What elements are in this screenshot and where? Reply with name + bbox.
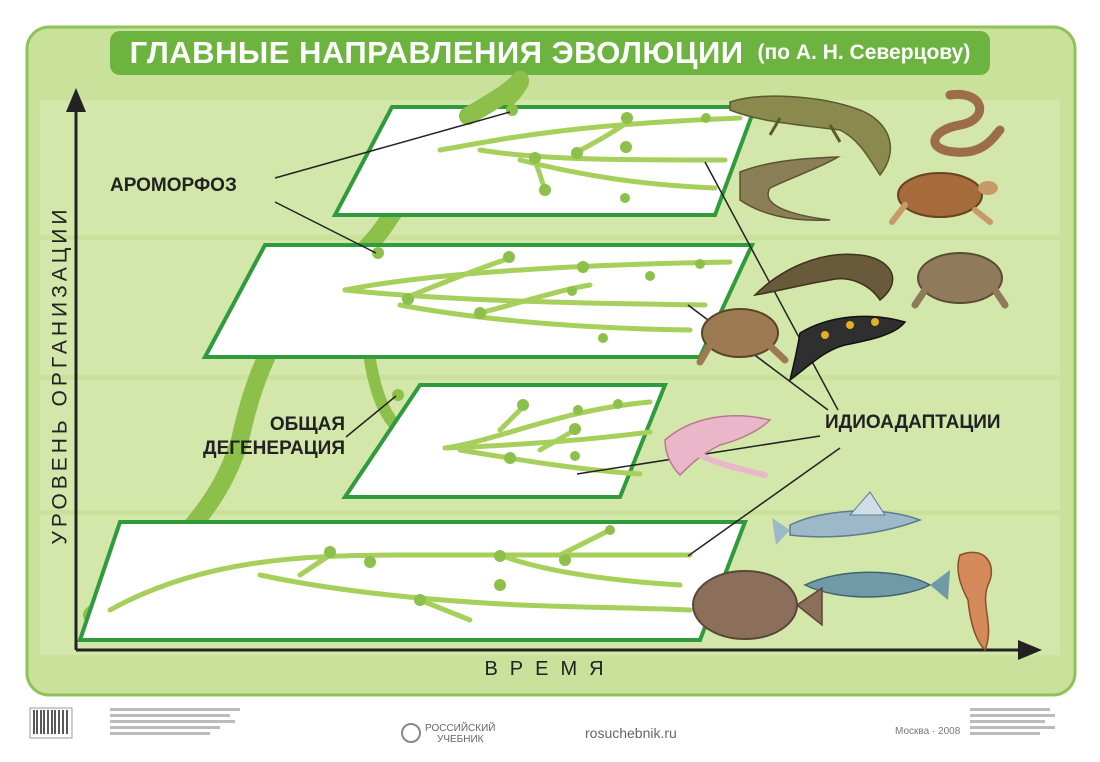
x-axis-arrow	[1018, 640, 1042, 660]
publisher-logo-icon	[401, 723, 421, 743]
nodes-amphibians	[402, 251, 705, 343]
axolotl-illustration	[664, 415, 772, 478]
branches-fish	[107, 527, 693, 623]
flying-fish-illustration	[772, 491, 923, 545]
snake-illustration	[930, 89, 1005, 157]
y-axis-label: УРОВЕНЬ ОРГАНИЗАЦИИ	[48, 205, 72, 545]
label-idioadaptation: ИДИОАДАПТАЦИИ	[825, 412, 1001, 433]
mackerel-illustration	[803, 570, 950, 600]
toad-illustration	[911, 252, 1009, 309]
salamander-illustration	[788, 315, 907, 382]
nodes-degeneration	[504, 399, 623, 464]
page-subtitle: (по А. Н. Северцову)	[757, 41, 971, 64]
branches-amphibians	[342, 255, 733, 333]
trunk-top	[459, 71, 529, 125]
node-aromorphosis-middle	[372, 247, 384, 259]
plane-reptiles	[331, 105, 758, 217]
seahorse-illustration	[957, 551, 993, 652]
barcode	[29, 707, 73, 739]
flounder-illustration	[692, 570, 823, 640]
website-link[interactable]: rosuchebnik.ru	[585, 725, 677, 741]
title-banner-text: ГЛАВНЫЕ НАПРАВЛЕНИЯ ЭВОЛЮЦИИ (по А. Н. С…	[110, 31, 990, 75]
nodes-fish	[324, 525, 615, 606]
y-axis-label-wrap: УРОВЕНЬ ОРГАНИЗАЦИИ	[10, 170, 110, 580]
publisher-name-line1: РОССИЙСКИЙ	[425, 723, 496, 734]
label-degeneration: ОБЩАЯ ДЕГЕНЕРАЦИЯ	[170, 413, 345, 461]
plane-fish	[77, 520, 748, 642]
label-aromorphosis: АРОМОРФОЗ	[110, 175, 237, 196]
branches-reptiles	[437, 115, 743, 193]
crocodile-illustration	[729, 95, 891, 177]
turtle-illustration	[889, 172, 998, 225]
label-degeneration-line2: ДЕГЕНЕРАЦИЯ	[203, 438, 345, 459]
publisher-name-line2: УЧЕБНИК	[436, 734, 484, 745]
y-axis-arrow	[66, 88, 86, 112]
label-degeneration-line1: ОБЩАЯ	[269, 414, 345, 435]
node-aromorphosis-top	[506, 104, 518, 116]
frog-illustration	[696, 308, 789, 366]
newt-illustration	[752, 253, 894, 302]
lizard-illustration	[739, 156, 841, 222]
title-banner	[110, 31, 990, 75]
page-title: ГЛАВНЫЕ НАПРАВЛЕНИЯ ЭВОЛЮЦИИ	[129, 35, 744, 70]
publisher-name: РОССИЙСКИЙ УЧЕБНИК	[425, 723, 495, 745]
x-axis-label: ВРЕМЯ	[484, 658, 616, 680]
nodes-reptiles	[529, 112, 711, 203]
node-degeneration	[392, 389, 404, 401]
imprint-text-blocks	[110, 708, 1055, 735]
city-year: Москва · 2008	[895, 726, 961, 737]
